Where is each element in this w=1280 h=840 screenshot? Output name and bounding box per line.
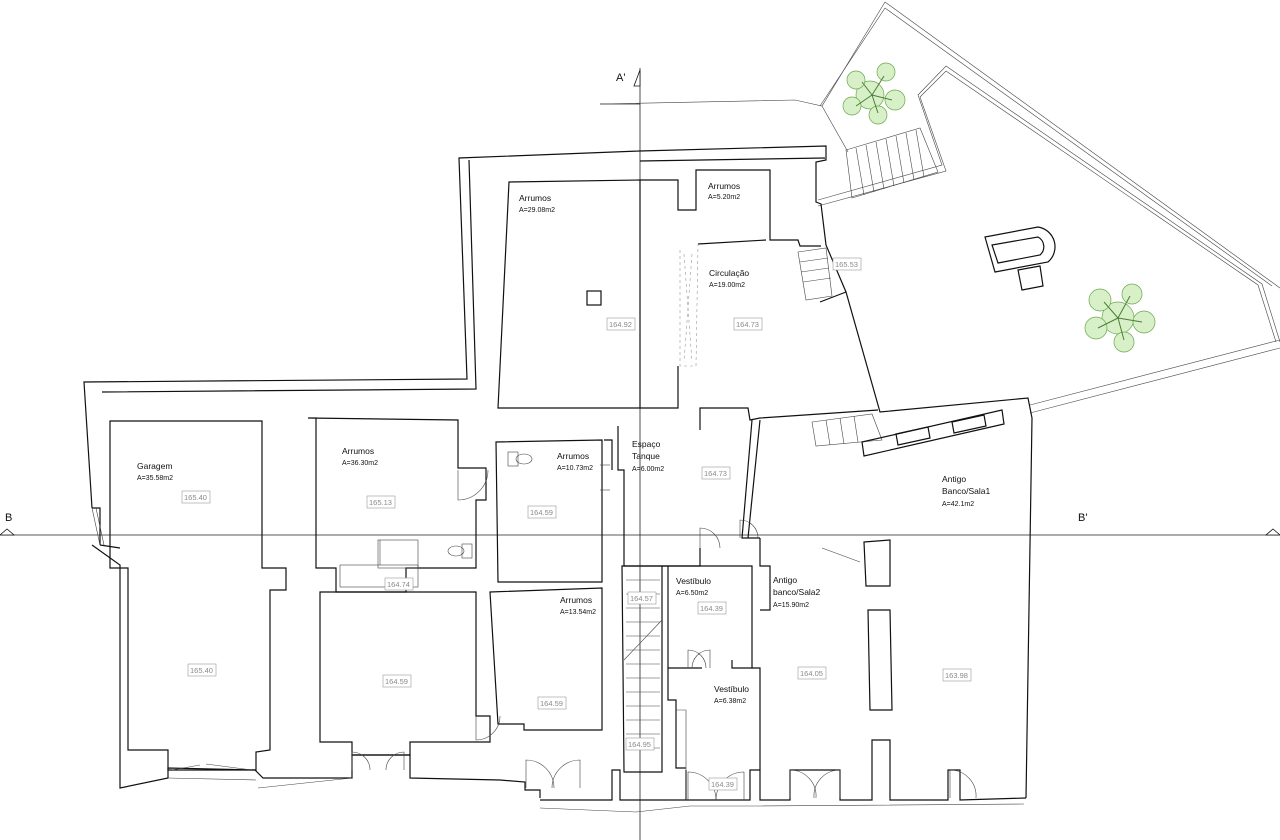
room-name: Arrumos	[560, 595, 592, 605]
room-name-line2: banco/Sala2	[773, 587, 821, 597]
svg-text:164.95: 164.95	[628, 740, 651, 749]
svg-text:164.57: 164.57	[630, 594, 653, 603]
svg-text:164.59: 164.59	[385, 677, 408, 686]
bench	[339, 564, 419, 588]
svg-text:164.74: 164.74	[387, 580, 410, 589]
room-area: A=6.00m2	[632, 466, 664, 473]
room-name-line2: Tanque	[632, 451, 660, 461]
room-name: Vestíbulo	[714, 684, 749, 694]
room-antigo-banco-sala1: Antigo Banco/Sala1 A=42.1m2	[942, 474, 990, 508]
doors	[91, 464, 977, 801]
level-tag: 164.59	[527, 505, 557, 519]
section-a-marker-icon	[633, 69, 641, 87]
svg-text:164.05: 164.05	[800, 669, 823, 678]
room-name-line1: Antigo	[942, 474, 966, 484]
svg-text:164.73: 164.73	[736, 320, 759, 329]
svg-text:165.53: 165.53	[835, 260, 858, 269]
room-name: Arrumos	[519, 193, 551, 203]
svg-text:165.13: 165.13	[369, 498, 392, 507]
room-area: A=42.1m2	[942, 501, 974, 508]
section-b-prime-marker-icon	[1264, 528, 1280, 536]
level-tag: 164.59	[537, 696, 567, 710]
interior-walls	[109, 169, 1005, 800]
room-area: A=13.54m2	[560, 609, 596, 616]
toilet-icon	[447, 543, 473, 559]
section-a-label: A'	[616, 72, 625, 84]
toilet-icon	[507, 451, 533, 467]
svg-text:164.59: 164.59	[540, 699, 563, 708]
terrace-stairs	[845, 127, 939, 199]
level-tag: 164.95	[625, 737, 655, 751]
shaft-stairs	[623, 579, 663, 749]
level-tag: 164.59	[382, 674, 412, 688]
exterior-walls	[83, 145, 1033, 813]
section-b-prime-label: B'	[1078, 512, 1087, 524]
room-arrumos-2: Arrumos A=5.20m2	[708, 181, 740, 201]
room-arrumos-3: Arrumos A=36.30m2	[342, 446, 378, 467]
room-area: A=19.00m2	[709, 282, 745, 289]
level-tag: 164.73	[701, 466, 731, 480]
svg-text:165.40: 165.40	[190, 666, 213, 675]
level-tags: 164.92 164.73 165.53 165.40 165.13 164.5…	[181, 257, 972, 791]
tree-icon	[1084, 283, 1156, 353]
svg-text:164.73: 164.73	[704, 469, 727, 478]
svg-text:165.40: 165.40	[184, 493, 207, 502]
room-labels: Arrumos A=29.08m2 Arrumos A=5.20m2 Circu…	[137, 181, 990, 705]
room-area: A=15.90m2	[773, 602, 809, 609]
level-tag: 164.74	[384, 577, 414, 591]
room-area: A=36.30m2	[342, 460, 378, 467]
level-tag: 165.40	[181, 490, 211, 504]
level-tag: 164.39	[708, 777, 738, 791]
svg-text:164.39: 164.39	[700, 604, 723, 613]
svg-text:164.92: 164.92	[609, 320, 632, 329]
terrace	[599, 1, 1280, 414]
level-tag: 164.92	[606, 317, 636, 331]
room-name-line1: Antigo	[773, 575, 797, 585]
level-tag: 164.39	[697, 601, 727, 615]
section-b-label: B	[5, 512, 12, 524]
column	[586, 290, 602, 306]
room-vestibulo-2: Vestíbulo A=6.38m2	[714, 684, 749, 705]
room-garagem: Garagem A=35.58m2	[137, 461, 173, 482]
room-espaco-tanque: Espaço Tanque A=6.00m2	[632, 439, 664, 473]
room-name: Garagem	[137, 461, 172, 471]
level-tag: 164.57	[627, 591, 657, 605]
level-tag: 165.53	[832, 257, 862, 271]
room-antigo-banco-sala2: Antigo banco/Sala2 A=15.90m2	[773, 575, 821, 609]
room-arrumos-5: Arrumos A=13.54m2	[560, 595, 596, 616]
level-tag: 165.40	[187, 663, 217, 677]
svg-text:164.39: 164.39	[711, 780, 734, 789]
room-arrumos-1: Arrumos A=29.08m2	[519, 193, 555, 214]
room-area: A=29.08m2	[519, 207, 555, 214]
room-name: Circulação	[709, 268, 749, 278]
room-name-line2: Banco/Sala1	[942, 486, 990, 496]
svg-text:163.98: 163.98	[945, 671, 968, 680]
lower-stairs	[811, 413, 883, 447]
room-vestibulo-1: Vestíbulo A=6.50m2	[676, 576, 711, 597]
room-area: A=5.20m2	[708, 194, 740, 201]
level-tag: 164.05	[797, 666, 827, 680]
room-area: A=10.73m2	[557, 465, 593, 472]
level-tag: 163.98	[942, 668, 972, 682]
svg-text:164.59: 164.59	[530, 508, 553, 517]
room-name-line1: Espaço	[632, 439, 661, 449]
room-area: A=35.58m2	[137, 475, 173, 482]
room-name: Arrumos	[557, 451, 589, 461]
room-circulacao: Circulação A=19.00m2	[709, 268, 749, 289]
room-arrumos-4: Arrumos A=10.73m2	[557, 451, 593, 472]
room-name: Arrumos	[708, 181, 740, 191]
section-b-marker-icon	[0, 528, 16, 536]
room-name: Arrumos	[342, 446, 374, 456]
circulation-stairs	[797, 247, 833, 301]
level-tag: 165.13	[366, 495, 396, 509]
planter	[984, 226, 1056, 291]
room-name: Vestíbulo	[676, 576, 711, 586]
tree-icon	[842, 62, 906, 125]
level-tag: 164.73	[733, 317, 763, 331]
room-area: A=6.38m2	[714, 698, 746, 705]
room-area: A=6.50m2	[676, 590, 708, 597]
